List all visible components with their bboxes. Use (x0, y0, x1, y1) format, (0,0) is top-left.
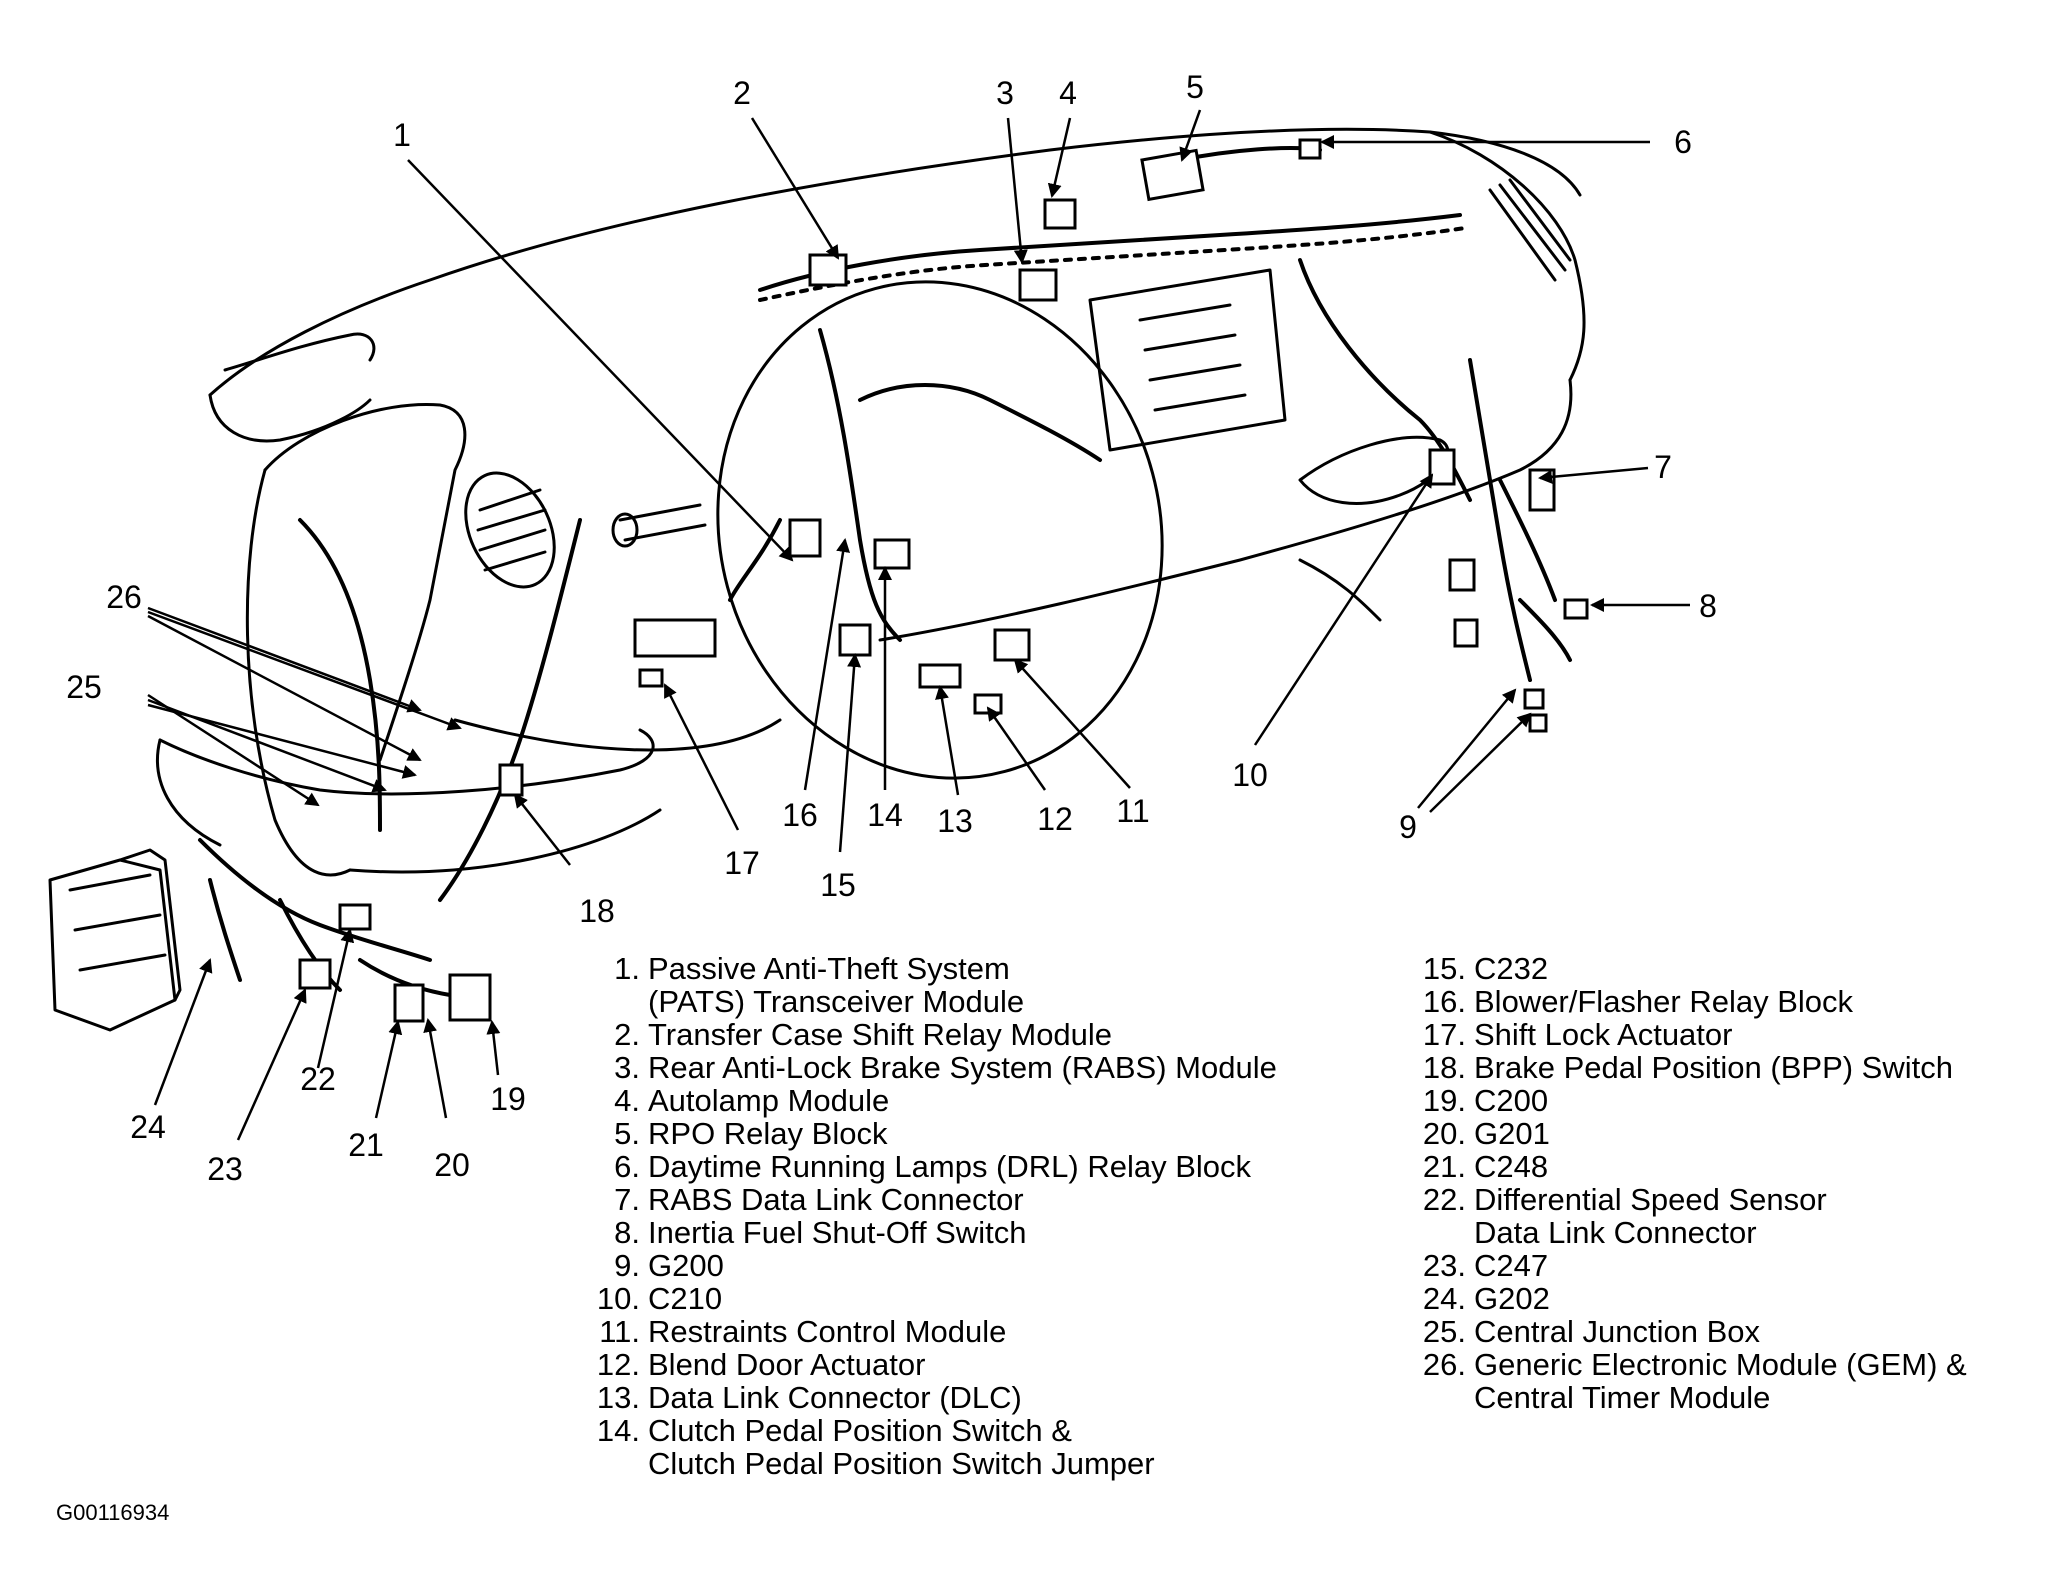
leader-15 (838, 653, 862, 853)
legend-item-21: 21.C248 (1422, 1149, 1549, 1184)
legend-item-9: 9.G200 (614, 1248, 724, 1283)
callout-25: 25 (66, 669, 102, 705)
legend-item-7: 7.RABS Data Link Connector (614, 1182, 1024, 1217)
callout-13: 13 (937, 803, 973, 839)
leader-20 (423, 1018, 448, 1119)
legend-item-16: 16.Blower/Flasher Relay Block (1422, 984, 1854, 1019)
leader-26a (147, 606, 422, 713)
callout-2: 2 (733, 75, 751, 111)
leader-4 (1047, 117, 1072, 198)
legend-item-1-cont: (PATS) Transceiver Module (648, 984, 1025, 1019)
leader-11 (1013, 658, 1131, 789)
legend-item-1: 1.Passive Anti-Theft System (614, 951, 1010, 986)
leader-25c (147, 703, 417, 779)
leader-5 (1179, 109, 1202, 162)
legend-item-12: 12.Blend Door Actuator (596, 1347, 926, 1382)
legend-item-17: 17.Shift Lock Actuator (1422, 1017, 1733, 1052)
legend-item-19: 19.C200 (1422, 1083, 1549, 1118)
leader-3 (1006, 117, 1028, 264)
legend-item-18: 18.Brake Pedal Position (BPP) Switch (1422, 1050, 1953, 1085)
legend-item-26-cont: Central Timer Module (1474, 1380, 1771, 1415)
legend-item-14: 14.Clutch Pedal Position Switch & (596, 1413, 1072, 1448)
leader-18 (513, 793, 571, 866)
callout-18: 18 (579, 893, 615, 929)
callout-6: 6 (1674, 124, 1692, 160)
leader-2 (750, 117, 840, 260)
callout-26: 26 (106, 579, 142, 615)
callout-12: 12 (1037, 801, 1073, 837)
callout-21: 21 (348, 1127, 384, 1163)
leader-26b (147, 610, 462, 731)
legend-item-10: 10.C210 (596, 1281, 723, 1316)
legend-item-4: 4.Autolamp Module (614, 1083, 890, 1118)
legend-item-11: 11.Restraints Control Module (599, 1314, 1007, 1349)
callout-23: 23 (207, 1151, 243, 1187)
figure-id: G00116934 (56, 1500, 170, 1525)
callout-9: 9 (1399, 809, 1417, 845)
callout-14: 14 (867, 797, 903, 833)
leader-1 (407, 159, 794, 562)
leader-13 (935, 685, 960, 796)
callout-15: 15 (820, 867, 856, 903)
callout-1: 1 (393, 117, 411, 153)
callout-22: 22 (300, 1061, 336, 1097)
leader-9b (1429, 712, 1532, 813)
leader-7 (1538, 466, 1649, 484)
leader-22 (316, 928, 355, 1069)
leader-19 (486, 1020, 501, 1076)
leader-21 (374, 1020, 403, 1119)
callout-19: 19 (490, 1081, 526, 1117)
callout-7: 7 (1654, 449, 1672, 485)
callout-8: 8 (1699, 588, 1717, 624)
callout-labels: 1 2 3 4 5 6 7 8 9 10 11 12 13 14 15 16 1… (66, 69, 1717, 1187)
legend-item-8: 8.Inertia Fuel Shut-Off Switch (614, 1215, 1027, 1250)
legend-item-23: 23.C247 (1422, 1248, 1549, 1283)
legend-item-25: 25.Central Junction Box (1422, 1314, 1761, 1349)
callout-24: 24 (130, 1109, 166, 1145)
callout-20: 20 (434, 1147, 470, 1183)
leader-9a (1417, 688, 1517, 809)
legend-item-22: 22.Differential Speed Sensor (1422, 1182, 1827, 1217)
legend-item-20: 20.G201 (1422, 1116, 1550, 1151)
legend-item-2: 2.Transfer Case Shift Relay Module (614, 1017, 1113, 1052)
legend-item-24: 24.G202 (1422, 1281, 1550, 1316)
leader-23 (236, 988, 307, 1141)
wiring-harness (198, 146, 1572, 997)
legend-item-22-cont: Data Link Connector (1474, 1215, 1757, 1250)
legend-item-13: 13.Data Link Connector (DLC) (596, 1380, 1022, 1415)
leader-16 (803, 538, 851, 791)
callout-10: 10 (1232, 757, 1268, 793)
legend-item-26: 26.Generic Electronic Module (GEM) & (1422, 1347, 1967, 1382)
leader-12 (986, 706, 1047, 791)
legend-item-3: 3.Rear Anti-Lock Brake System (RABS) Mod… (614, 1050, 1277, 1085)
callout-17: 17 (724, 845, 760, 881)
components (298, 138, 1589, 1023)
callout-5: 5 (1186, 69, 1204, 105)
dashboard-illustration (48, 127, 1586, 1032)
leader-lines (147, 109, 1690, 1141)
leader-17 (663, 683, 740, 831)
leader-10 (1253, 473, 1434, 746)
callout-3: 3 (996, 75, 1014, 111)
legend-item-5: 5.RPO Relay Block (614, 1116, 888, 1151)
leader-26c (147, 614, 422, 762)
legend-item-14-cont: Clutch Pedal Position Switch Jumper (648, 1446, 1155, 1481)
callout-11: 11 (1116, 793, 1149, 829)
callout-16: 16 (782, 797, 818, 833)
legend-item-15: 15.C232 (1422, 951, 1549, 986)
legend-item-6: 6.Daytime Running Lamps (DRL) Relay Bloc… (614, 1149, 1252, 1184)
callout-4: 4 (1059, 75, 1077, 111)
leader-24 (153, 958, 213, 1106)
